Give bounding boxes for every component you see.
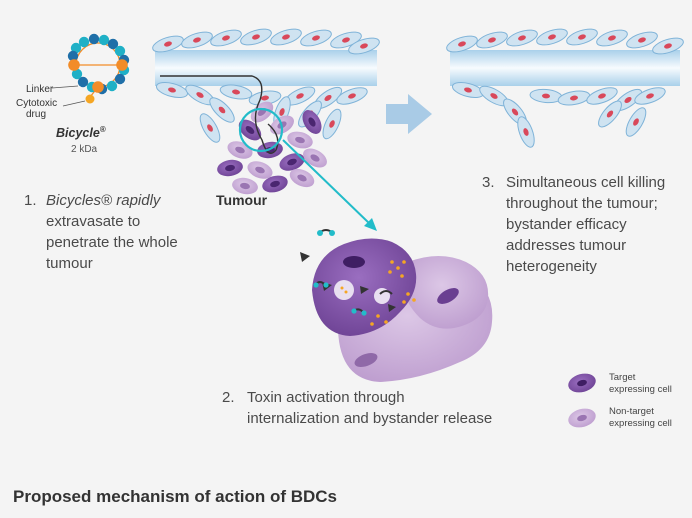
target-cell-large (300, 229, 417, 336)
zoom-circle (238, 107, 284, 153)
step-1-line-4: tumour (46, 255, 93, 272)
zoom-arrow-line (282, 139, 372, 226)
drug-label: drug (26, 109, 46, 120)
step-3-line-3: bystander efficacy (506, 216, 627, 233)
bicycle-name: Bicycle (56, 126, 100, 140)
step-3-line-5: heterogeneity (506, 258, 597, 275)
legend-nontarget-line-2: expressing cell (609, 418, 672, 429)
step-1-number: 1. (24, 192, 37, 209)
blood-vessel-left (150, 25, 382, 146)
progression-arrow-icon (386, 94, 432, 134)
step-1-line-2: extravasate to (46, 213, 140, 230)
step-2-line-2: internalization and bystander release (247, 410, 492, 427)
legend-nontarget-line-1: Non-target (609, 406, 654, 417)
blood-vessel-right (444, 25, 686, 150)
linker-label: Linker (26, 84, 54, 95)
zoom-arrow-head (364, 218, 377, 231)
figure-caption: Proposed mechanism of action of BDCs (13, 487, 337, 506)
legend-target-line-1: Target (609, 372, 636, 383)
legend: Target expressing cell Non-target expres… (568, 372, 672, 429)
bicycle-molecule-icon (51, 33, 130, 107)
bicycle-size: 2 kDa (71, 144, 98, 155)
bicycle-reg-mark: ® (100, 125, 106, 134)
step-1-line-1: Bicycles® rapidly (46, 192, 162, 209)
step-3-line-1: Simultaneous cell killing (506, 174, 665, 191)
step-2-number: 2. (222, 389, 235, 406)
step-1-line-3: penetrate the whole (46, 234, 178, 251)
svg-text:Bicycle®: Bicycle® (56, 125, 106, 140)
tumour-label: Tumour (216, 192, 268, 208)
step-3-number: 3. (482, 174, 495, 191)
step-3-line-4: addresses tumour (506, 237, 626, 254)
step-3-line-2: throughout the tumour; (506, 195, 658, 212)
step-2-line-1: Toxin activation through (247, 389, 405, 406)
legend-target-cell-icon (568, 373, 596, 393)
legend-nontarget-cell-icon (568, 408, 596, 428)
legend-target-line-2: expressing cell (609, 384, 672, 395)
cytotoxic-label: Cytotoxic (16, 98, 57, 109)
